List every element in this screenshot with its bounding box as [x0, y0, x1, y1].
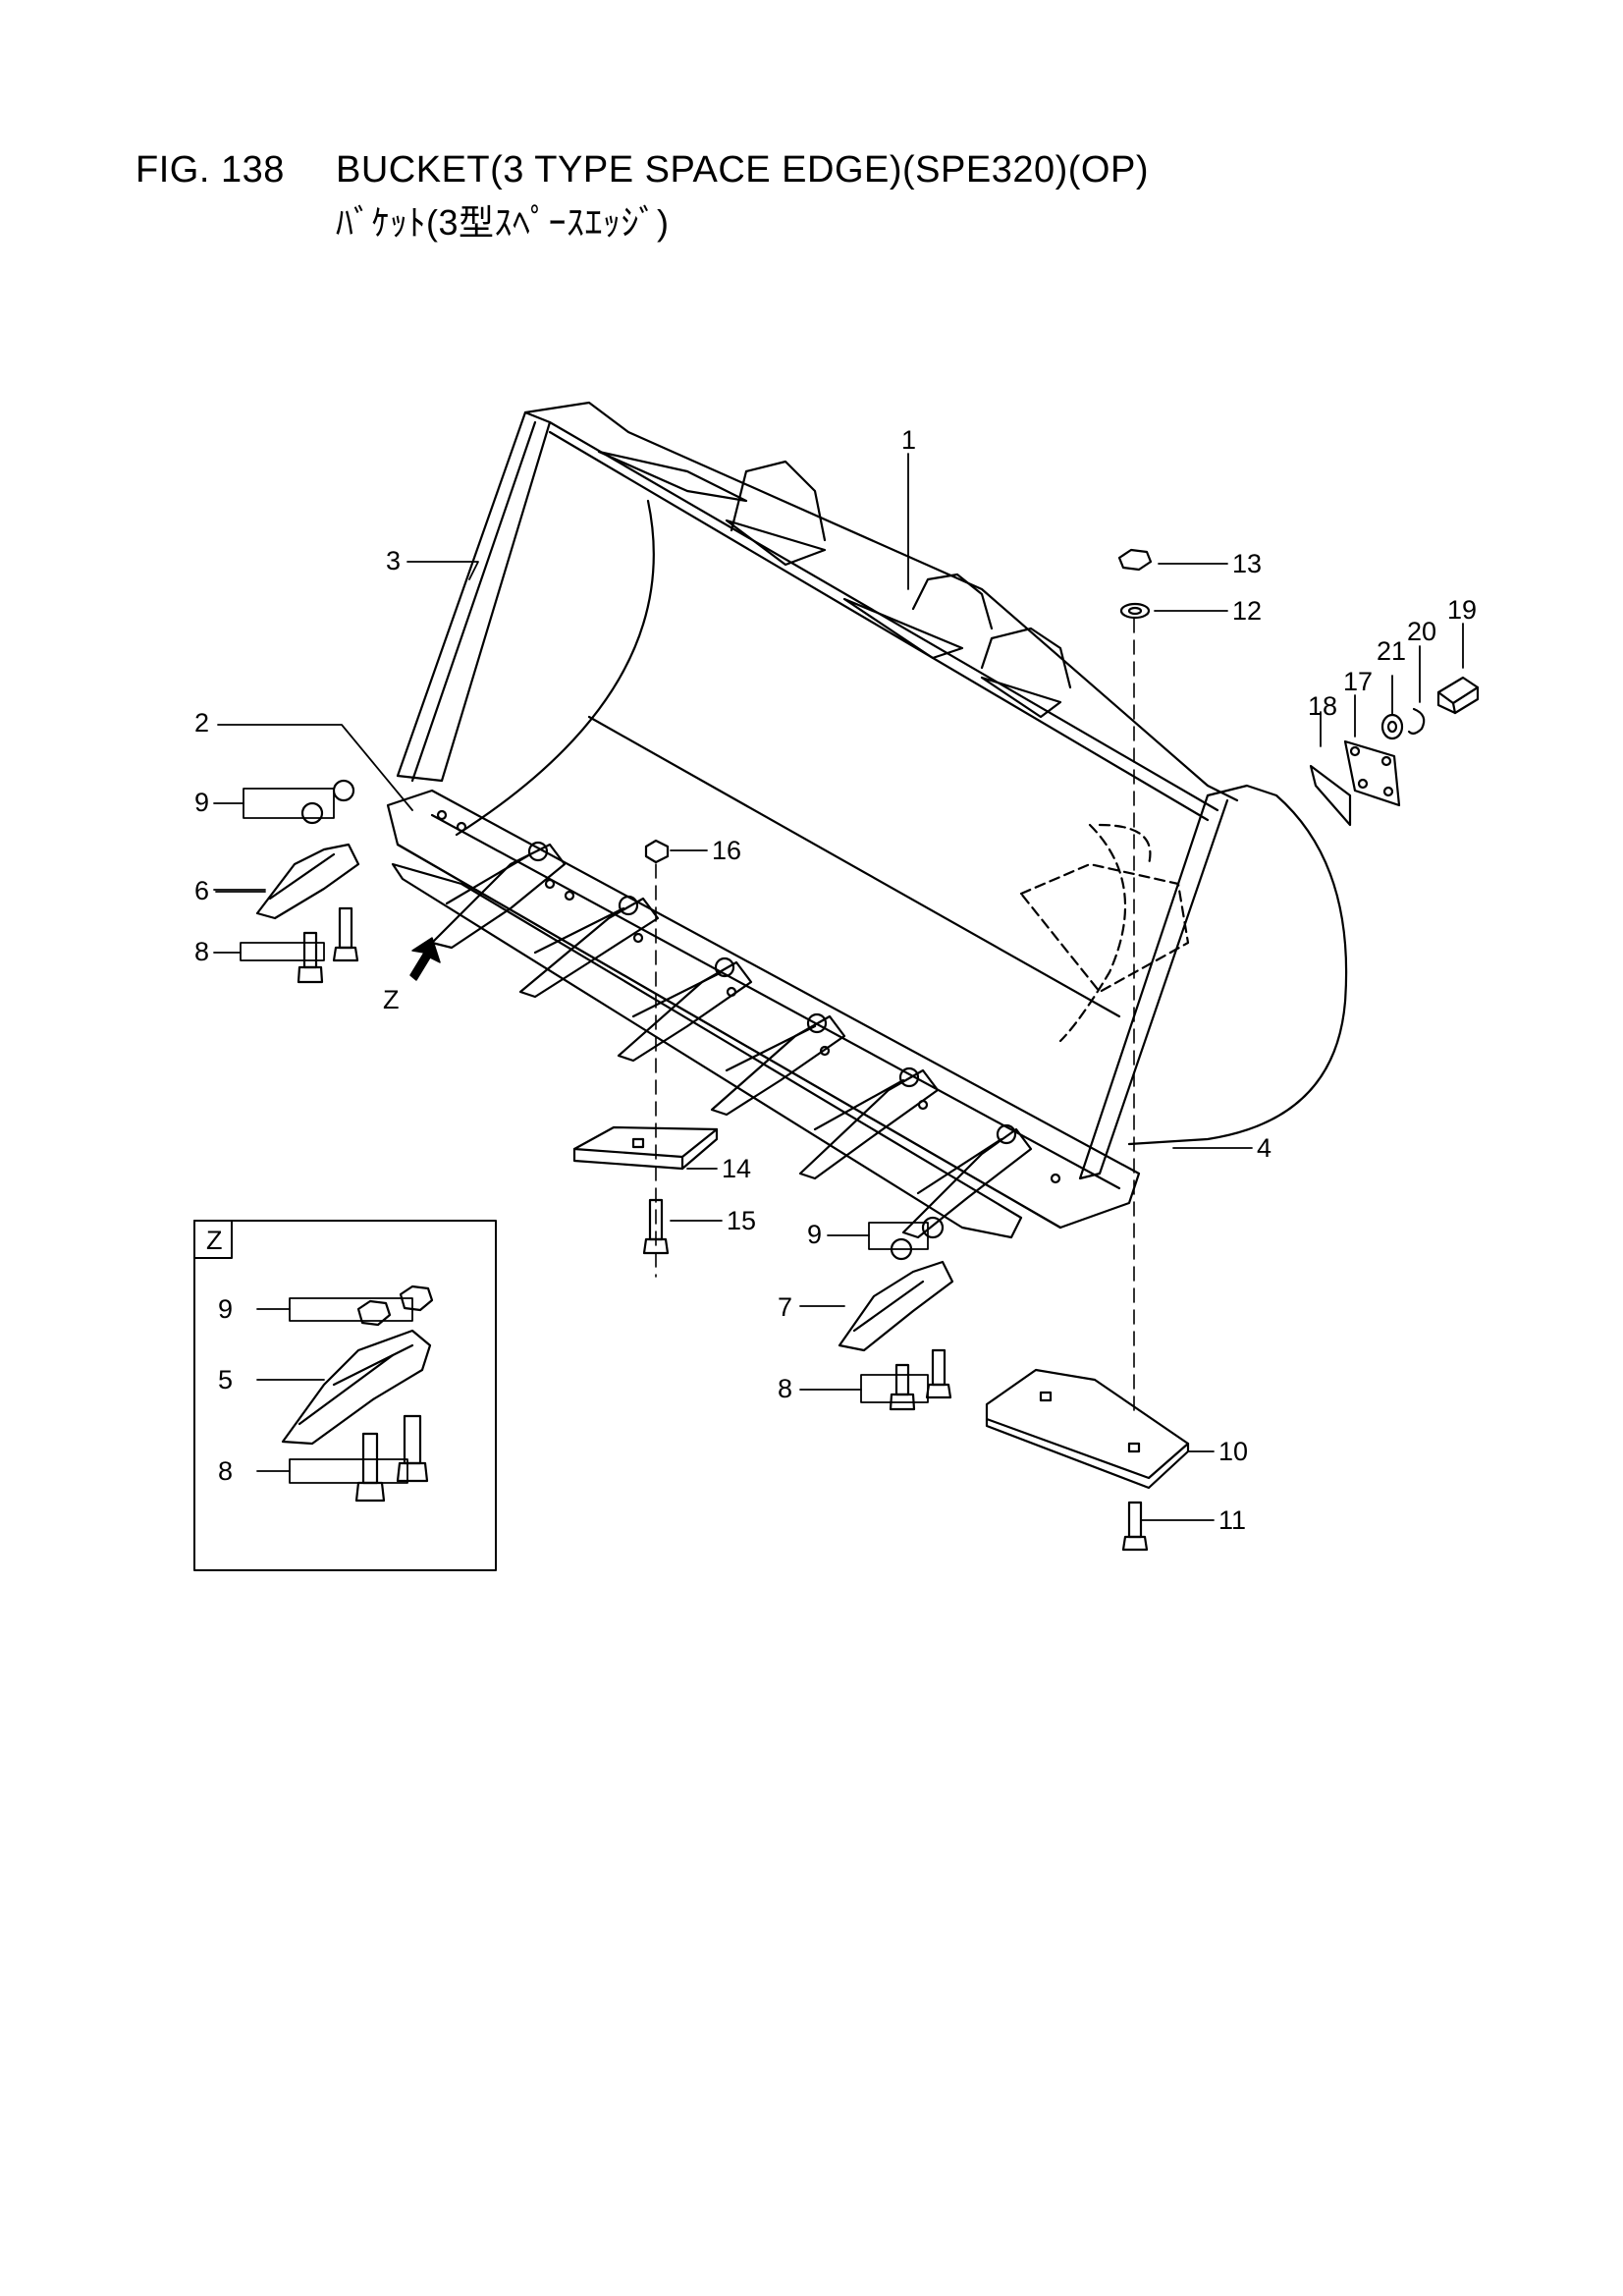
parts-left-tooth — [255, 779, 360, 984]
callout-9-right: 9 — [807, 1220, 822, 1249]
callout-13: 13 — [1232, 549, 1262, 578]
callout-4: 4 — [1257, 1133, 1271, 1163]
callout-19: 19 — [1447, 595, 1477, 625]
parts-14-15-16 — [572, 839, 719, 1278]
figure-title: BUCKET(3 TYPE SPACE EDGE)(SPE320)(OP) — [336, 149, 1149, 191]
view-z-arrow — [409, 937, 441, 981]
parts-10-11-12-13 — [985, 548, 1190, 1552]
callout-2: 2 — [194, 708, 209, 738]
callout-1: 1 — [901, 425, 916, 455]
bucket-body — [386, 401, 1348, 1239]
bucket-teeth — [430, 809, 1061, 1239]
callout-11: 11 — [1218, 1505, 1246, 1535]
callout-14: 14 — [722, 1154, 751, 1183]
callout-labels: 1 2 3 4 6 7 8 8 9 9 10 11 12 13 14 15 16… — [194, 425, 1477, 1535]
detail-callout-9: 9 — [218, 1294, 233, 1324]
callout-12: 12 — [1232, 596, 1262, 626]
figure-number: FIG. 138 — [135, 149, 285, 191]
parts-right-tooth — [838, 1216, 954, 1411]
view-z-label: Z — [383, 985, 400, 1014]
callout-6: 6 — [194, 876, 209, 905]
detail-z-labels: Z 9 5 8 — [206, 1226, 233, 1486]
callout-8-left: 8 — [194, 937, 209, 966]
parts-17-21 — [1309, 676, 1480, 827]
callout-15: 15 — [727, 1206, 756, 1235]
callout-9-left: 9 — [194, 788, 209, 817]
figure-subtitle: ﾊﾞｹｯﾄ(3型ｽﾍﾟｰｽｴｯｼﾞ) — [336, 202, 670, 243]
callout-7: 7 — [778, 1292, 792, 1322]
detail-callout-8: 8 — [218, 1456, 233, 1486]
callout-16: 16 — [712, 836, 741, 865]
callout-8-right: 8 — [778, 1374, 792, 1403]
callout-3: 3 — [386, 546, 401, 575]
detail-z-tag: Z — [206, 1226, 223, 1255]
callout-21: 21 — [1377, 636, 1406, 666]
detail-z-view — [193, 1220, 497, 1571]
callout-17: 17 — [1343, 667, 1373, 696]
leader-lines — [213, 453, 1464, 1521]
callout-18: 18 — [1308, 691, 1337, 721]
callout-10: 10 — [1218, 1437, 1248, 1466]
detail-callout-5: 5 — [218, 1365, 233, 1394]
callout-20: 20 — [1407, 617, 1436, 646]
